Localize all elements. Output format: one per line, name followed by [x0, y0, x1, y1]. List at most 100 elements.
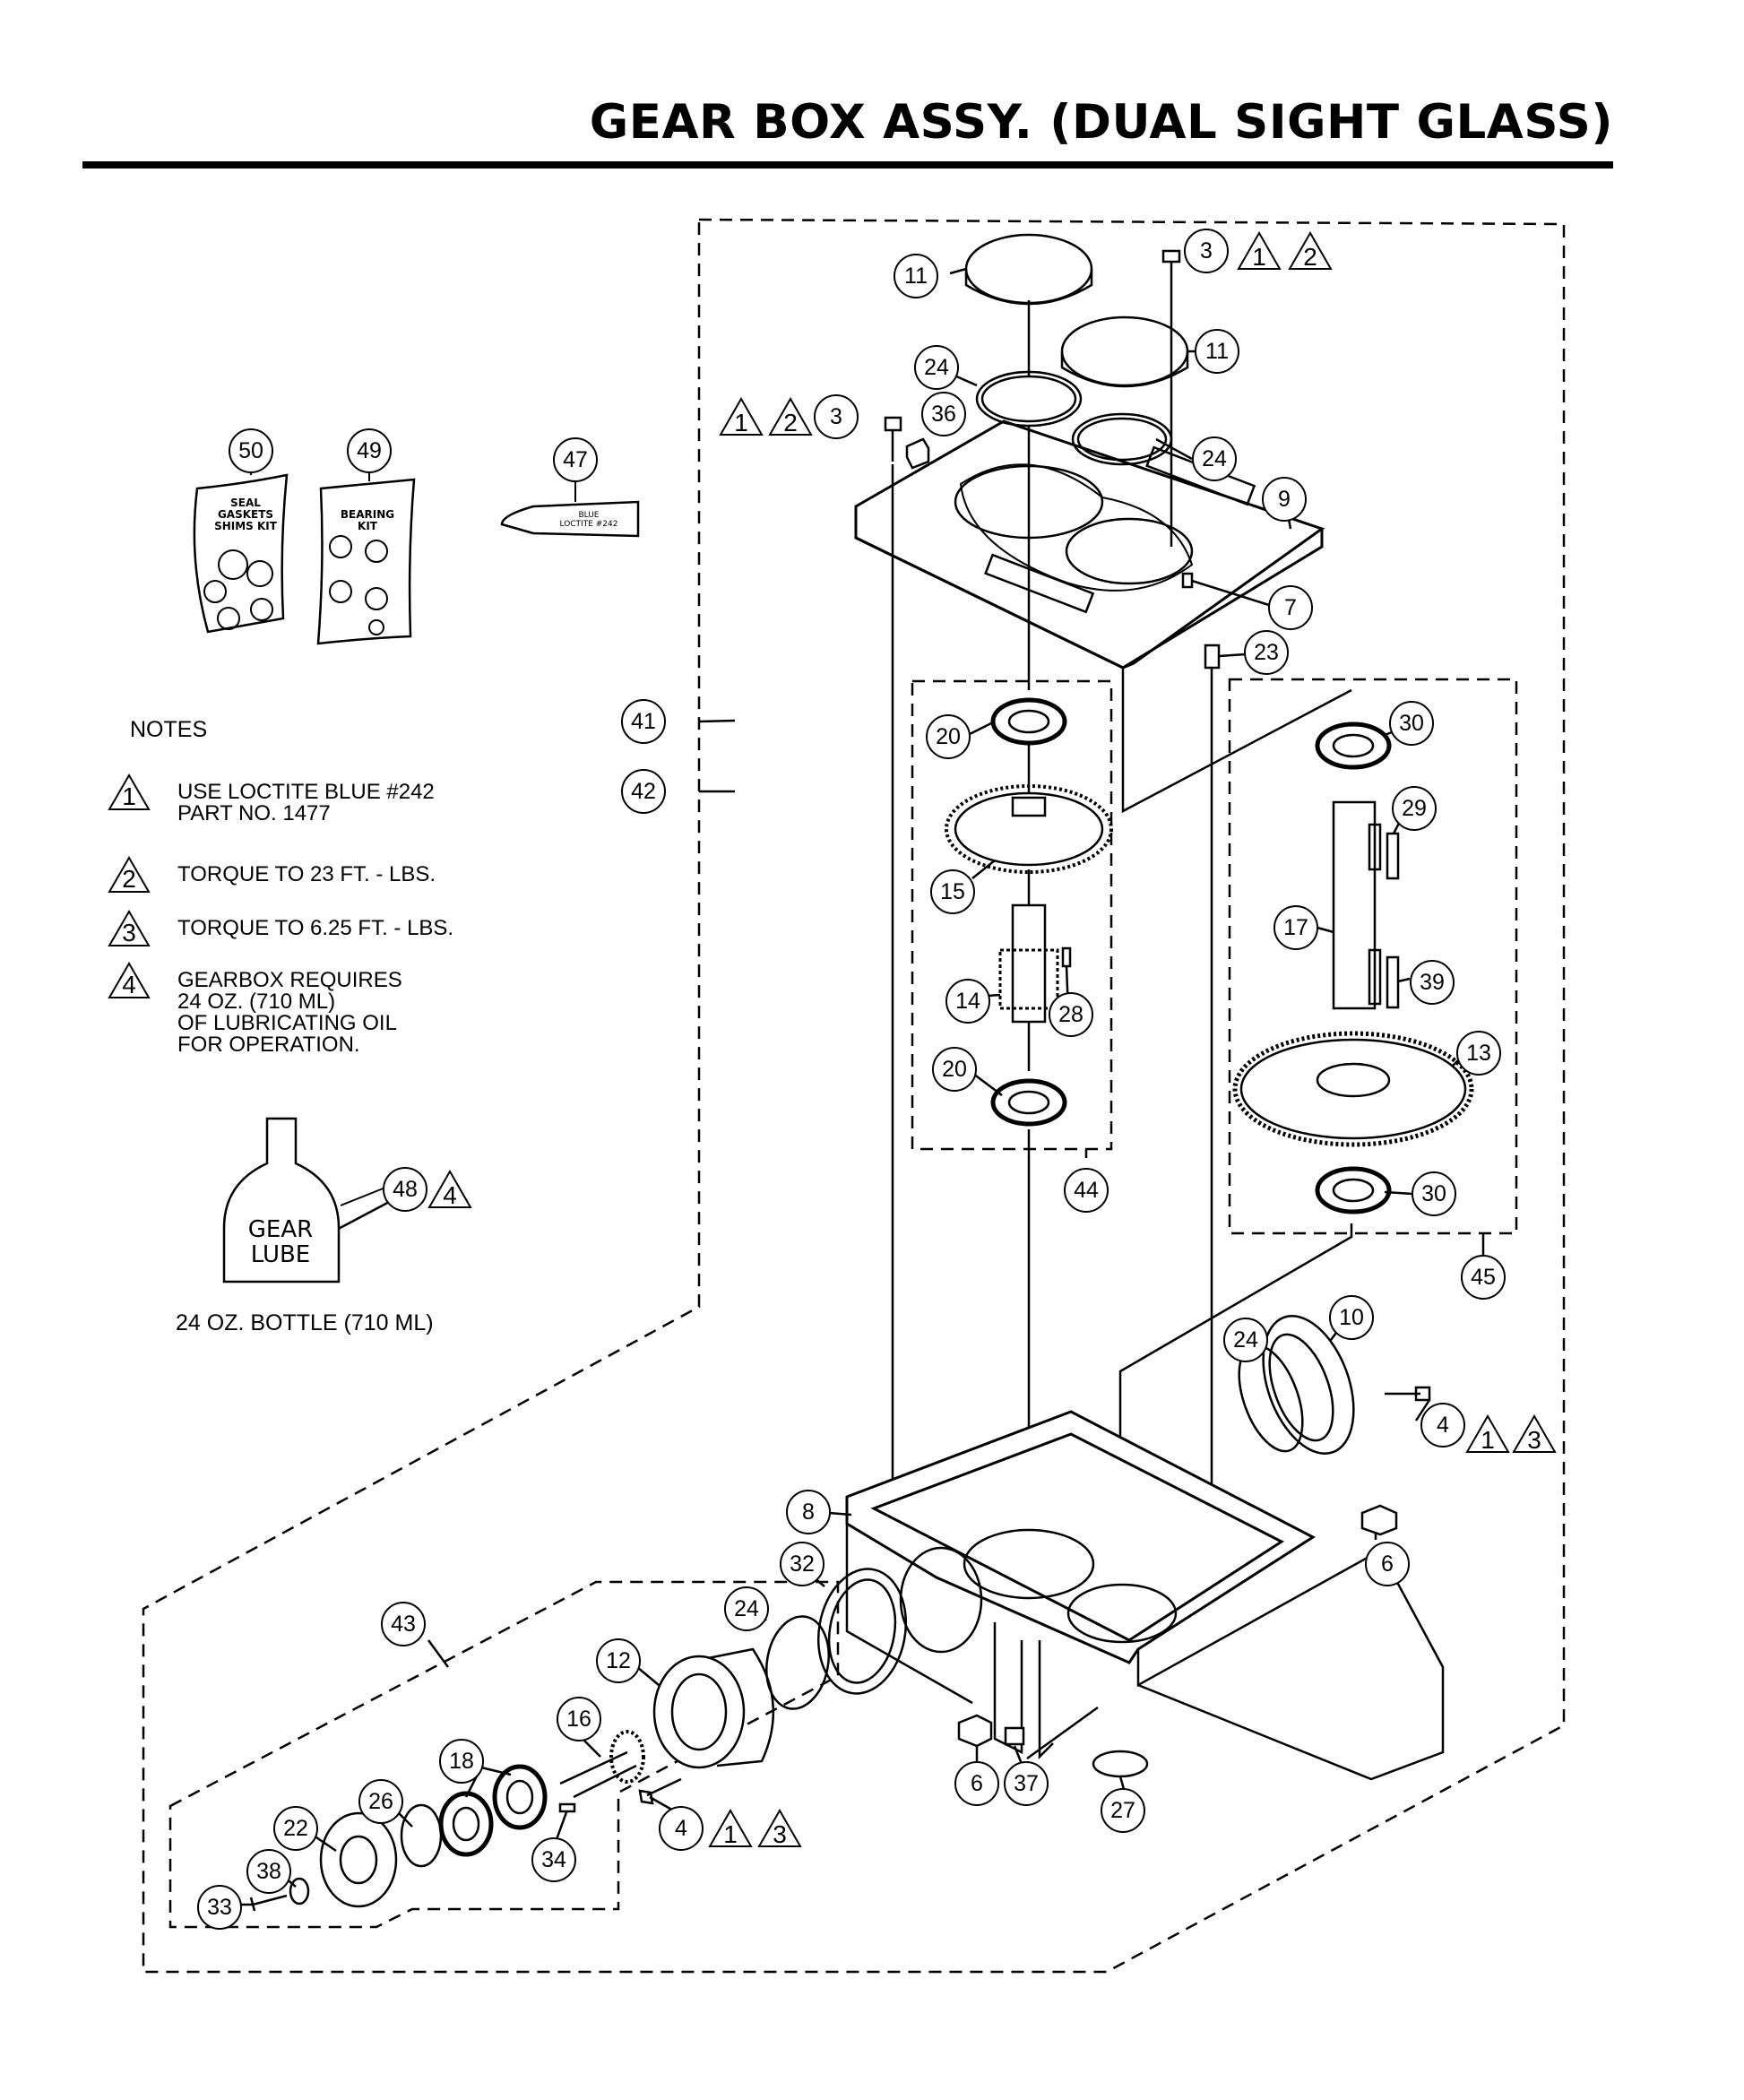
callout-43: 43 [381, 1602, 426, 1646]
gear-lube-label: GEAR LUBE [247, 1216, 314, 1268]
warning-1-left: 1 [719, 396, 764, 437]
cover-cap-right [1060, 315, 1189, 387]
warning-symbol: 1 [723, 1820, 738, 1848]
housing-bore-right [1066, 1583, 1178, 1644]
o-ring-27 [1092, 1750, 1149, 1778]
callout-9: 9 [1262, 477, 1307, 522]
page-title: GEAR BOX ASSY. (DUAL SIGHT GLASS) [589, 95, 1613, 150]
callout-17: 17 [1273, 905, 1318, 950]
callout-34: 34 [531, 1837, 576, 1882]
note-2: 2 TORQUE TO 23 FT. - LBS. [108, 855, 574, 954]
callout-22: 22 [273, 1806, 318, 1851]
warning-triangle-icon [768, 396, 813, 436]
callout-14: 14 [945, 979, 990, 1024]
callout-29: 29 [1392, 786, 1437, 831]
o-ring-24-lower [765, 1615, 830, 1710]
subassembly-43-boundary [168, 1580, 840, 1929]
note-3: 3 TORQUE TO 6.25 FT. - LBS. [108, 909, 574, 1007]
callout-7: 7 [1268, 585, 1313, 630]
warning-3-right: 3 [1512, 1413, 1557, 1455]
bearing-kit-package [316, 478, 416, 645]
breather-6-right [1360, 1504, 1398, 1536]
callout-12: 12 [596, 1638, 641, 1683]
input-housing-12 [652, 1655, 746, 1769]
bearing-18-left [438, 1791, 494, 1857]
warning-triangle-icon [1512, 1413, 1557, 1453]
bearing-20-bottom [990, 1078, 1067, 1127]
callout-30-bottom: 30 [1412, 1171, 1456, 1216]
callout-36: 36 [921, 392, 966, 436]
bevel-gear-15 [954, 791, 1104, 867]
spur-gear-13 [1239, 1038, 1467, 1140]
warning-triangle-icon [108, 773, 151, 810]
bottle-caption: 24 OZ. BOTTLE (710 ML) [176, 1310, 434, 1335]
bolt-4-lower [638, 1777, 682, 1805]
warning-symbol: 3 [1527, 1426, 1541, 1454]
note-4-symbol: 4 [122, 971, 136, 998]
callout-47: 47 [553, 437, 598, 482]
callout-24-side: 24 [1223, 1318, 1268, 1362]
subassembly-45-boundary [1228, 678, 1518, 1235]
pinion-shaft-16 [559, 1750, 637, 1799]
warning-3-lower: 3 [757, 1808, 802, 1849]
warning-triangle-icon [719, 396, 764, 436]
bolt-3-right [1161, 249, 1181, 285]
note-2-symbol: 2 [122, 865, 136, 893]
warning-4-bottle: 4 [427, 1169, 472, 1210]
callout-3-top: 3 [1184, 229, 1229, 273]
callout-11-left: 11 [894, 254, 938, 298]
warning-triangle-icon [108, 962, 151, 998]
warning-triangle-icon [108, 856, 151, 893]
warning-triangle-icon [1237, 230, 1282, 270]
callout-13: 13 [1456, 1031, 1501, 1076]
callout-24-right: 24 [1192, 436, 1237, 481]
assembly-boundary-41-42 [142, 218, 1566, 1974]
callout-45: 45 [1461, 1255, 1506, 1300]
cover-cap-left [964, 233, 1093, 305]
callout-6-right: 6 [1365, 1542, 1410, 1586]
callout-49: 49 [347, 428, 392, 473]
callout-27: 27 [1101, 1788, 1145, 1833]
warning-triangle-icon [108, 910, 151, 946]
callout-11-right: 11 [1195, 329, 1239, 374]
warning-symbol: 2 [783, 409, 798, 436]
bearing-30-bottom [1315, 1166, 1392, 1214]
gearbox-housing-8 [845, 1410, 1316, 1664]
key-28 [1061, 946, 1072, 968]
note-1: 1 USE LOCTITE BLUE #242 PART NO. 1477 [108, 773, 574, 871]
loctite-tube [500, 500, 640, 538]
notes-heading: NOTES [130, 717, 208, 742]
subassembly-44-boundary [911, 679, 1113, 1151]
bearing-20-top [990, 697, 1067, 746]
note-2-text: TORQUE TO 23 FT. - LBS. [177, 862, 436, 886]
warning-triangle-icon [1465, 1413, 1510, 1453]
pinion-shaft-14 [1011, 903, 1047, 1024]
callout-4-lower: 4 [659, 1806, 704, 1851]
bearing-kit-label: BEARING KIT [340, 508, 395, 532]
loctite-tube-label: BLUE LOCTITE #242 [559, 511, 618, 529]
callout-42: 42 [621, 769, 666, 814]
callout-3-left: 3 [814, 394, 859, 439]
callout-4-right: 4 [1420, 1403, 1465, 1448]
key-39 [1386, 955, 1400, 1009]
callout-44: 44 [1064, 1168, 1109, 1213]
housing-bore-left [963, 1528, 1095, 1600]
callout-50: 50 [229, 428, 273, 473]
callout-20-top: 20 [926, 714, 971, 759]
bearing-30-top [1315, 722, 1392, 770]
callout-33: 33 [197, 1885, 242, 1930]
callout-39: 39 [1410, 960, 1455, 1005]
warning-1-top: 1 [1237, 230, 1282, 272]
washer-38 [289, 1877, 310, 1906]
note-4-text: GEARBOX REQUIRES 24 OZ. (710 ML) OF LUBR… [177, 968, 402, 1057]
seal-kit-label: SEAL GASKETS SHIMS KIT [214, 497, 277, 532]
warning-1-right: 1 [1465, 1413, 1510, 1455]
note-3-symbol: 3 [122, 919, 136, 946]
end-cap-22 [319, 1811, 398, 1908]
callout-37: 37 [1004, 1761, 1049, 1806]
note-1-symbol: 1 [122, 782, 136, 810]
bearing-18-right [492, 1764, 548, 1830]
warning-symbol: 1 [1252, 243, 1266, 271]
warning-symbol: 1 [1481, 1426, 1495, 1454]
callout-48: 48 [383, 1167, 427, 1212]
